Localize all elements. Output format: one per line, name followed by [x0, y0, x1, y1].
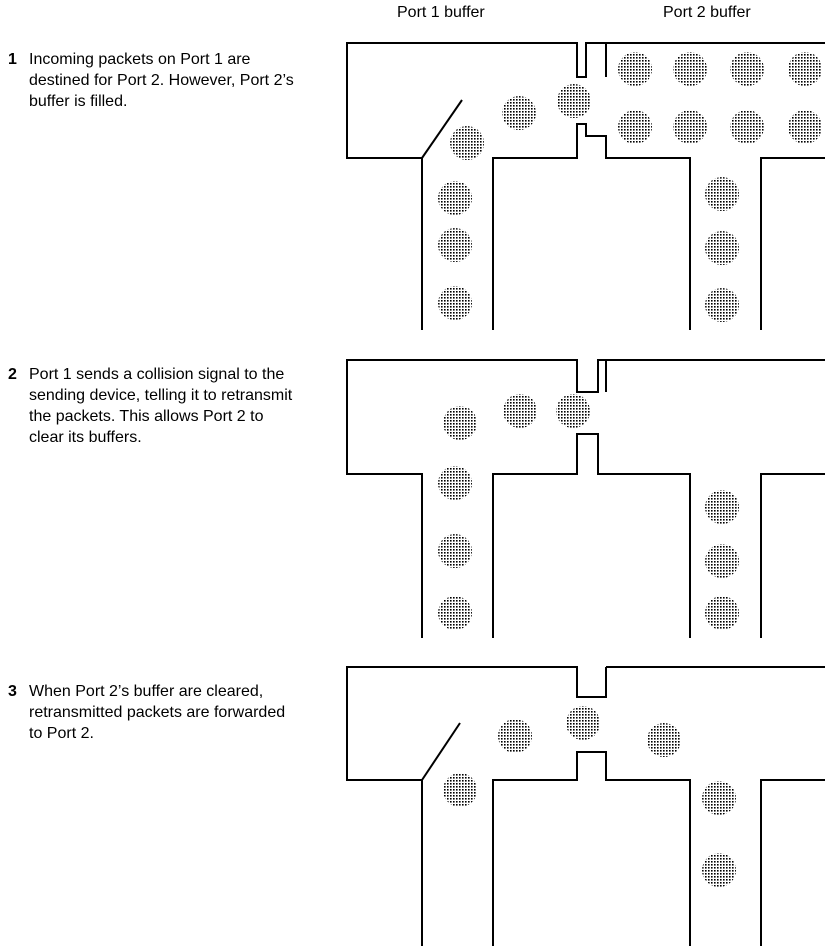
packet	[788, 52, 822, 86]
port1-gate	[421, 99, 463, 159]
packet	[705, 288, 739, 322]
step-number: 2	[8, 366, 17, 383]
packet	[503, 394, 537, 428]
packet	[788, 110, 822, 144]
packet-group	[443, 706, 736, 887]
packet	[438, 534, 472, 568]
packet	[557, 84, 591, 118]
packet	[730, 110, 764, 144]
packet	[450, 126, 484, 160]
packet	[443, 773, 477, 807]
packet	[438, 181, 472, 215]
panel-2	[346, 359, 825, 638]
port1-buffer-label: Port 1 buffer	[397, 4, 485, 21]
step-number: 1	[8, 51, 17, 68]
packet	[705, 596, 739, 630]
port1-buffer-outline	[346, 666, 607, 946]
port2-buffer-outline	[492, 359, 825, 638]
step-text: Incoming packets on Port 1 are destined …	[29, 51, 294, 110]
step-2: 2 Port 1 sends a collision signal to the…	[8, 364, 298, 448]
packet	[438, 228, 472, 262]
packet	[705, 177, 739, 211]
packet	[705, 231, 739, 265]
step-text: Port 1 sends a collision signal to the s…	[29, 366, 293, 446]
step-number: 3	[8, 683, 17, 700]
port2-buffer-outline	[492, 666, 825, 946]
packet	[702, 853, 736, 887]
packet	[705, 490, 739, 524]
port1-gate	[421, 722, 461, 781]
packet	[705, 544, 739, 578]
port2-buffer-outline	[492, 42, 825, 330]
packet	[566, 706, 600, 740]
panel-3	[346, 666, 825, 946]
packet-group	[438, 394, 739, 630]
step-text: When Port 2’s buffer are cleared, retran…	[29, 683, 286, 742]
step-1: 1 Incoming packets on Port 1 are destine…	[8, 49, 298, 112]
packet	[673, 110, 707, 144]
packet	[702, 781, 736, 815]
packet-group	[438, 52, 822, 322]
packet	[502, 96, 536, 130]
packet	[438, 466, 472, 500]
packet	[618, 110, 652, 144]
packet	[443, 406, 477, 440]
packet	[647, 723, 681, 757]
packet	[438, 286, 472, 320]
port2-buffer-label: Port 2 buffer	[663, 4, 751, 21]
packet	[438, 596, 472, 630]
step-3: 3 When Port 2’s buffer are cleared, retr…	[8, 681, 298, 744]
packet	[673, 52, 707, 86]
packet	[730, 52, 764, 86]
port1-buffer-outline	[346, 359, 606, 638]
packet	[556, 394, 590, 428]
packet	[498, 719, 532, 753]
packet	[618, 52, 652, 86]
panel-1	[346, 42, 825, 330]
port1-buffer-outline	[346, 42, 606, 330]
